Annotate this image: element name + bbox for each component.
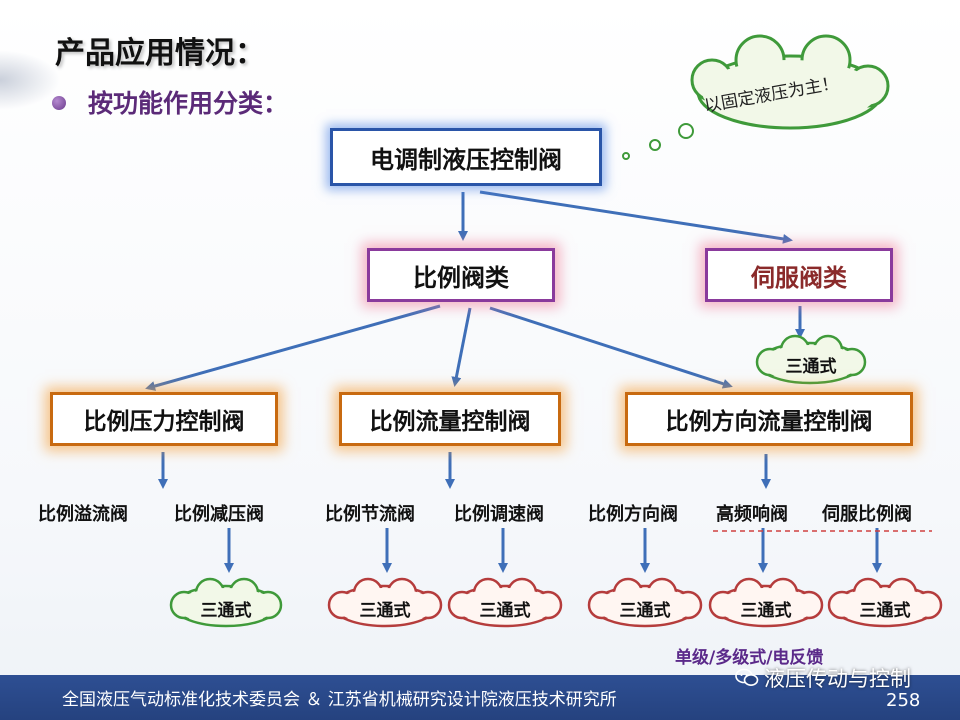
threeway-label-throttle: 三通式 (359, 601, 411, 621)
prop-flow-node: 比例流量控制阀 (339, 392, 561, 446)
footer-bar (0, 675, 960, 720)
throttle-threeway-cloud (327, 577, 443, 628)
title-shade (0, 50, 60, 110)
leaf-throttle: 比例节流阀 (325, 504, 415, 525)
leaf-servo-prop: 伺服比例阀 (822, 504, 912, 525)
red-clouds (327, 577, 943, 628)
servo-node: 伺服阀类 (705, 248, 893, 302)
wechat-icon (735, 668, 759, 686)
prop-pressure-node: 比例压力控制阀 (50, 392, 278, 446)
proportional-node: 比例阀类 (367, 248, 555, 302)
arrow-root-servo (479, 190, 793, 244)
root-node: 电调制液压控制阀 (330, 128, 602, 186)
note-cloud (622, 34, 890, 160)
threeway-label-direction: 三通式 (619, 601, 671, 621)
wechat-account-name: 液压传动与控制 (764, 667, 911, 691)
slide-title: 产品应用情况： (55, 36, 265, 71)
arrow-prop-pressure (145, 304, 441, 391)
arrow-prop-direction (489, 306, 733, 389)
slide-subtitle: 按功能作用分类： (88, 89, 289, 118)
page-number: 258 (886, 690, 921, 711)
threeway-label-reducing: 三通式 (200, 601, 252, 621)
servo-threeway-cloud (755, 334, 867, 385)
leaf-overflow: 比例溢流阀 (38, 504, 128, 525)
reducing-threeway-cloud (169, 577, 283, 628)
footer-organizations: 全国液压气动标准化技术委员会 ＆ 江苏省机械研究设计院液压技术研究所 (62, 690, 617, 710)
leaf-high-freq: 高频响阀 (716, 504, 788, 525)
arrow-prop-flow (451, 307, 472, 387)
threeway-label-high-freq: 三通式 (740, 601, 792, 621)
leaf-speed: 比例调速阀 (454, 504, 544, 525)
leaf-direction: 比例方向阀 (588, 504, 678, 525)
leaf-reducing: 比例减压阀 (174, 504, 264, 525)
servoprop-threeway-cloud (827, 577, 943, 628)
direction-threeway-cloud (587, 577, 703, 628)
servo-threeway-label: 三通式 (785, 357, 837, 377)
threeway-label-speed: 三通式 (479, 601, 531, 621)
speed-threeway-cloud (447, 577, 563, 628)
bullet-icon (52, 96, 66, 110)
threeway-label-servo-prop: 三通式 (859, 601, 911, 621)
prop-direction-flow-node: 比例方向流量控制阀 (625, 392, 913, 446)
highfreq-threeway-cloud (708, 577, 824, 628)
annotation-text: 单级/多级式/电反馈 (675, 648, 824, 668)
